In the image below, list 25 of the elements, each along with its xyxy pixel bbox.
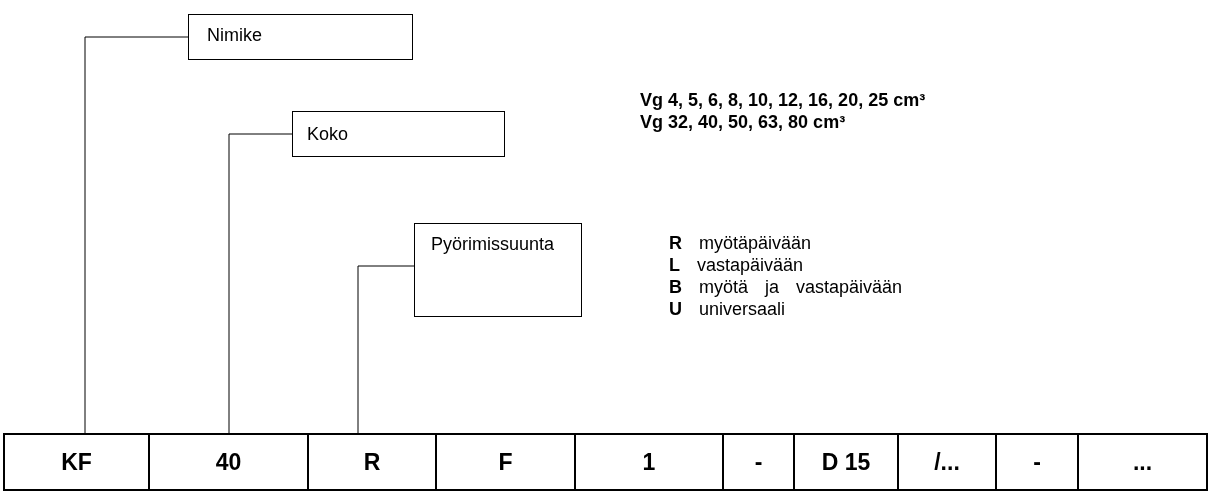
code-cell: KF: [3, 433, 150, 491]
code-cell: F: [435, 433, 576, 491]
box-label: Pyörimissuunta: [431, 234, 555, 255]
code-cell: D 15: [793, 433, 899, 491]
code-cell: /...: [897, 433, 997, 491]
code-cell: -: [722, 433, 795, 491]
label-box: [414, 223, 582, 317]
size-option: Vg 4, 5, 6, 8, 10, 12, 16, 20, 25 cm³: [640, 90, 926, 111]
box-label: Koko: [307, 124, 349, 145]
leader-line: [228, 133, 293, 434]
size-option: Vg 32, 40, 50, 63, 80 cm³: [640, 112, 846, 133]
box-label: Nimike: [207, 25, 262, 46]
code-cell: R: [307, 433, 437, 491]
code-cell: -: [995, 433, 1079, 491]
direction-option: B myötä ja vastapäivään: [669, 277, 903, 298]
label-box: [188, 14, 413, 60]
code-cell: 40: [148, 433, 309, 491]
direction-option: U universaali: [669, 299, 786, 320]
leader-line: [84, 36, 189, 434]
label-box: [292, 111, 505, 157]
leader-line: [357, 265, 415, 434]
direction-option: R myötäpäivään: [669, 233, 812, 254]
direction-option: L vastapäivään: [669, 255, 804, 276]
code-cell: 1: [574, 433, 724, 491]
code-cell: ...: [1077, 433, 1208, 491]
